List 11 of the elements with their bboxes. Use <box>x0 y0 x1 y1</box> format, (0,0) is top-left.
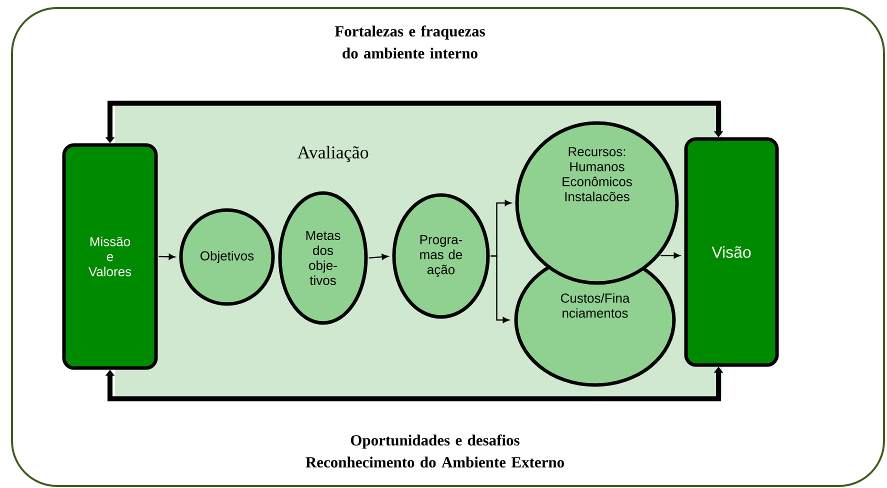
rounded-box: Missão e Valores <box>62 143 158 370</box>
arrow <box>490 255 510 323</box>
heading-text: Oportunidades e desafios Reconhecimento do Ambiente Externo <box>306 434 564 468</box>
heading-text: Fortalezas e fraquezas do ambiente interno <box>334 25 485 59</box>
arrow <box>368 254 388 260</box>
rounded-box: Visão <box>684 137 779 367</box>
panel-title: Avaliação <box>297 146 368 162</box>
arrow <box>158 254 176 260</box>
arrow <box>660 252 680 259</box>
ellipse-text: Recursos: Humanos Econômicos Instalacões <box>562 147 632 202</box>
ellipse-text: Custos/Fina nciamentos <box>560 293 630 318</box>
